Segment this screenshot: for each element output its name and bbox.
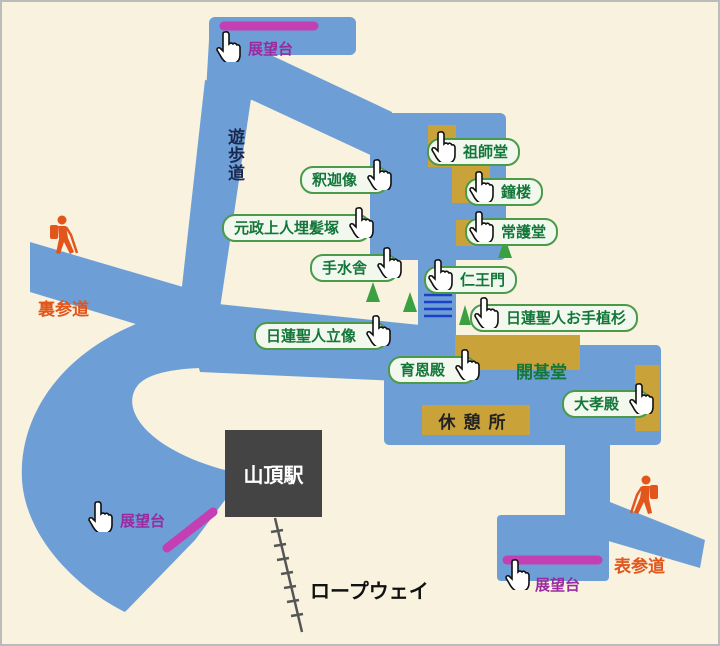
label-text: 釈迦像 [312,171,358,189]
hand-pointer-icon [455,348,480,380]
label-text: 鐘楼 [501,183,532,201]
ropeway-line [270,517,304,633]
label-text: 祖師堂 [463,143,509,161]
hand-pointer-icon [431,130,456,162]
label-niomon[interactable]: 仁王門 [424,258,518,294]
viewpoint-bottom-label: 展望台 [535,576,581,594]
viewpoint-left-label: 展望台 [120,512,166,530]
hand-pointer-icon [377,246,402,278]
label-kaikido: 開基堂 [516,363,567,383]
viewpoint-bars [162,21,603,565]
label-text: 手水舎 [322,259,368,277]
ropeway-label: ロープウェイ [310,579,429,603]
label-text: 仁王門 [460,271,506,289]
hand-pointer-icon [474,296,499,328]
label-text: 元政上人埋髪塚 [234,219,340,237]
label-daikoden[interactable]: 大孝殿 [562,382,654,418]
hand-pointer-icon [469,170,494,202]
hand-pointer-icon [367,158,392,190]
hand-pointer-icon [88,500,113,532]
summit-station: 山頂駅 [225,430,322,517]
label-text: 日蓮聖人お手植杉 [506,309,627,327]
hiker-icon-omote [629,474,660,516]
trees [366,238,512,325]
label-text: 日蓮聖人立像 [266,327,357,345]
hiker-icon-ura [48,214,79,256]
label-shaka-statue[interactable]: 釈迦像 [300,158,392,194]
omote-sando-label: 表参道 [614,557,665,577]
label-text: 育恩殿 [400,361,446,379]
label-text: 大孝殿 [574,395,620,413]
hand-pointer-icon [366,314,391,346]
label-ikuonden[interactable]: 育恩殿 [388,348,480,384]
label-temizuya[interactable]: 手水舎 [310,246,402,282]
label-nichiren-statue[interactable]: 日蓮聖人立像 [254,314,391,350]
promenade-label: 遊歩道 [224,128,244,182]
hand-pointer-icon [629,382,654,414]
hand-pointer-icon [505,558,530,590]
hand-pointer-icon [469,210,494,242]
label-jogodo[interactable]: 常護堂 [465,210,559,246]
hand-pointer-icon [349,206,374,238]
viewpoint-top-label: 展望台 [248,40,294,58]
label-text: 常護堂 [501,223,547,241]
label-shoro[interactable]: 鐘楼 [465,170,544,206]
label-nichiren-cedar[interactable]: 日蓮聖人お手植杉 [470,296,639,332]
ura-sando-label: 裏参道 [38,300,89,320]
label-gensei-shonin[interactable]: 元政上人埋髪塚 [222,206,374,242]
hand-pointer-icon [428,258,453,290]
rest-area: 休憩所 [422,405,530,435]
hand-pointer-icon [216,30,241,62]
stairs [424,293,452,318]
label-soshido[interactable]: 祖師堂 [427,130,521,166]
